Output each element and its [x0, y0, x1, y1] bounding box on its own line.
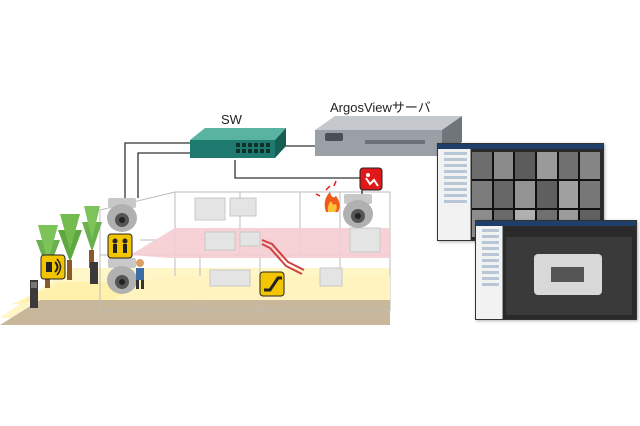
camera-icon — [343, 194, 373, 228]
camera-icon — [107, 198, 137, 232]
server-label: ArgosViewサーバ — [330, 97, 431, 116]
sound-detection-icon — [41, 255, 65, 279]
switch-label: SW — [221, 112, 242, 127]
camera-main-view — [506, 237, 632, 315]
camera-icon — [107, 258, 137, 294]
monitor-sidebar — [476, 226, 503, 319]
monitor-sidebar — [438, 149, 471, 240]
person-detection-icon — [108, 234, 132, 258]
ground-base — [0, 300, 390, 325]
monitor-single-view — [475, 220, 637, 320]
fire-alarm-icon — [360, 168, 382, 190]
network-switch — [190, 128, 286, 158]
fire-icon — [316, 181, 340, 212]
escalator-icon — [260, 272, 284, 296]
